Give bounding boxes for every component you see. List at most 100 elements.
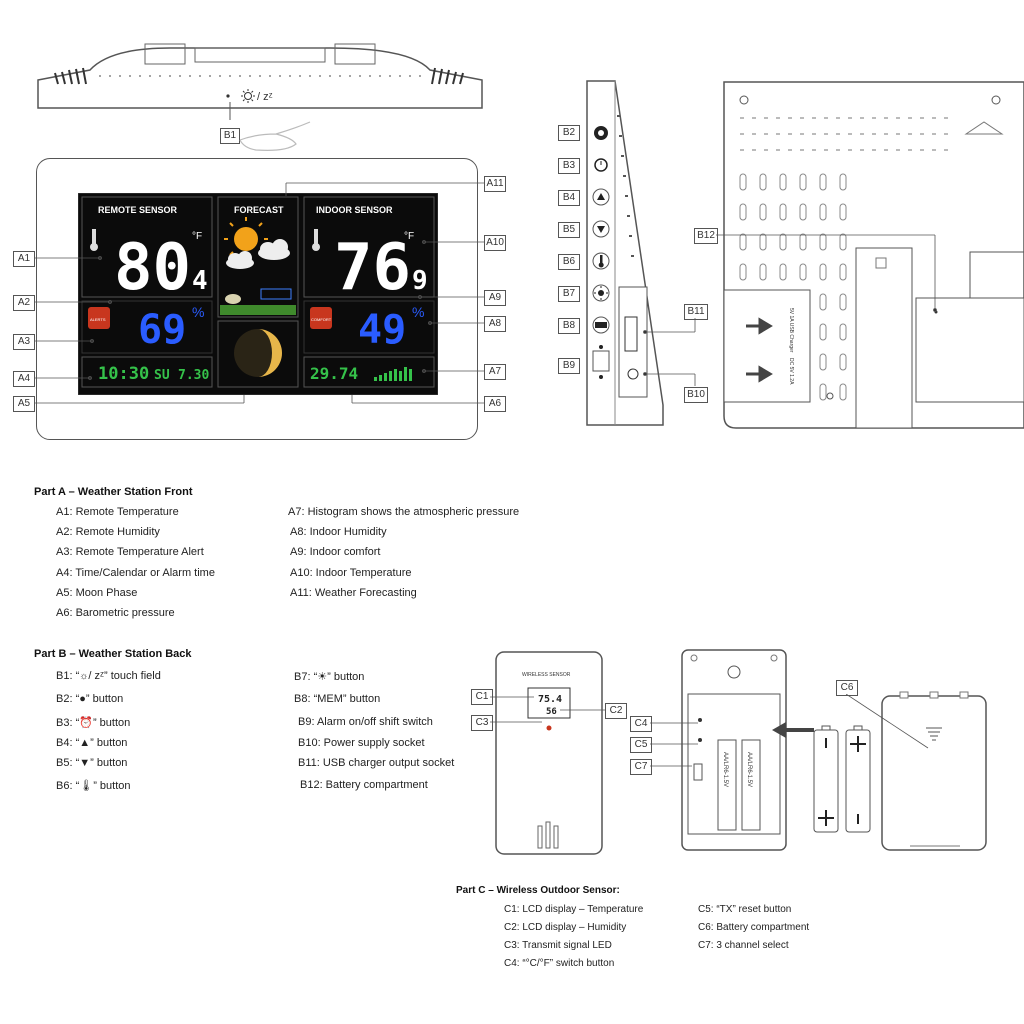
part-a-item: A2: Remote Humidity: [56, 526, 160, 538]
part-a-item: A3: Remote Temperature Alert: [56, 546, 204, 558]
callout-b2: B2: [558, 125, 580, 141]
callout-c3: C3: [471, 715, 493, 731]
indoor-humidity: 49: [358, 307, 406, 353]
callout-a3: A3: [13, 334, 35, 350]
callout-a8: A8: [484, 316, 506, 332]
plus-icon: [818, 810, 834, 826]
part-c-item: C5: “TX” reset button: [698, 904, 792, 915]
sensor-back-leaders: [650, 722, 698, 767]
remote-sensor-label: REMOTE SENSOR: [98, 205, 178, 215]
thermometer-button-icon[interactable]: [592, 252, 610, 270]
callout-a2: A2: [13, 295, 35, 311]
callout-b7: B7: [558, 286, 580, 302]
sensor-front-leaders: [490, 696, 606, 723]
front-leader-lines: [35, 182, 484, 404]
part-b-item-b12: B12: Battery compartment: [300, 779, 428, 791]
part-c-item: C6: Battery compartment: [698, 922, 810, 933]
part-a-title: Part A – Weather Station Front: [34, 486, 193, 498]
forecast-label: FORECAST: [234, 205, 284, 215]
sensor-temperature: 75.4: [538, 694, 562, 705]
callout-b6: B6: [558, 254, 580, 270]
callout-b11: B11: [684, 304, 708, 320]
part-c-item: C2: LCD display – Humidity: [504, 922, 627, 933]
hand-pointer-icon: [239, 121, 311, 151]
callout-b12: B12: [694, 228, 718, 244]
snail-icon: [225, 294, 241, 304]
callout-b9: B9: [558, 358, 580, 374]
station-side-view: [586, 80, 664, 426]
batteries: [813, 725, 871, 833]
indoor-unit: °F: [404, 231, 414, 242]
alarm-switch[interactable]: [592, 345, 610, 379]
part-a-item: A11: Weather Forecasting: [290, 587, 417, 599]
sun-icon: ☼: [79, 671, 89, 682]
part-b-item-b2: B2: “●” button: [56, 693, 124, 705]
up-arrow-icon: ▲: [79, 737, 91, 749]
alarm-button-icon[interactable]: [594, 158, 608, 172]
part-c-item: C4: “°C/°F” switch button: [504, 958, 615, 969]
up-button-icon[interactable]: [592, 188, 610, 206]
mem-button-icon[interactable]: [592, 316, 610, 334]
remote-humidity: 69: [138, 307, 186, 353]
sensor-humidity: 56: [546, 707, 557, 717]
back-leader-lines: [643, 234, 937, 386]
part-b-item-b6: B6: “🌡” button: [56, 780, 131, 792]
brightness-icon: ☀: [317, 671, 328, 683]
part-b-item-b8: B8: “MEM” button: [294, 693, 381, 705]
callout-a9: A9: [484, 290, 506, 306]
moon-phase-icon: [234, 329, 282, 377]
part-a-item: A7: Histogram shows the atmospheric pres…: [288, 506, 520, 518]
part-b-item-b10: B10: Power supply socket: [298, 737, 425, 749]
station-top-view: / zᶻ: [37, 43, 483, 120]
transmit-led: [546, 725, 552, 731]
part-a-item: A1: Remote Temperature: [56, 506, 179, 518]
callout-b5: B5: [558, 222, 580, 238]
part-c-item: C1: LCD display – Temperature: [504, 904, 644, 915]
pressure-display: 29.74: [310, 364, 358, 383]
pressure-histogram: [374, 367, 412, 381]
touch-field-label: / zᶻ: [257, 91, 273, 103]
cover-leader: [846, 694, 929, 749]
vent-slots: [740, 117, 948, 151]
alert-label: ALERTS: [90, 317, 106, 322]
plus-icon: [850, 736, 866, 752]
part-b-title: Part B – Weather Station Back: [34, 648, 192, 660]
callout-a7: A7: [484, 364, 506, 380]
part-a-item: A4: Time/Calendar or Alarm time: [56, 567, 215, 579]
indoor-temperature-decimal: 9: [412, 266, 428, 296]
part-b-item-b5: B5: “▼” button: [56, 757, 128, 769]
thermometer-icon: [312, 229, 320, 251]
part-c-item: C3: Transmit signal LED: [504, 940, 612, 951]
callout-b4: B4: [558, 190, 580, 206]
callout-a11: A11: [484, 176, 506, 192]
part-b-item-b4: B4: “▲” button: [56, 737, 128, 749]
part-a-item: A10: Indoor Temperature: [290, 567, 412, 579]
clock-icon: ●: [79, 693, 86, 705]
callout-b3: B3: [558, 158, 580, 174]
callout-c4: C4: [630, 716, 652, 732]
part-b-item-b1: B1: “☼/ zᶻ” touch field: [56, 670, 161, 682]
callout-c2: C2: [605, 703, 627, 719]
indoor-temperature: 76: [334, 231, 411, 305]
callout-a4: A4: [13, 371, 35, 387]
remote-humidity-percent: %: [192, 304, 204, 320]
down-button-icon[interactable]: [592, 220, 610, 238]
callout-c5: C5: [630, 737, 652, 753]
part-b-item-b7: B7: “☀” button: [294, 671, 365, 683]
alarm-clock-icon: ⏰: [79, 717, 93, 729]
thermometer-icon: [90, 229, 98, 251]
part-b-item-b3: B3: “⏰” button: [56, 717, 131, 729]
clock-button-icon[interactable]: [594, 126, 608, 140]
callout-a1: A1: [13, 251, 35, 267]
day-display: SU: [154, 368, 170, 383]
indoor-sensor-label: INDOOR SENSOR: [316, 205, 393, 215]
callout-b10: B10: [684, 387, 708, 403]
sensor-front-view: WIRELESS SENSOR 75.4 56: [495, 651, 603, 855]
usb-label: 5V 1A USB Charger: [788, 308, 794, 353]
forecast-sun-icon: [224, 217, 268, 261]
remote-unit: °F: [192, 231, 202, 242]
brightness-button-icon[interactable]: [592, 284, 610, 302]
indoor-humidity-percent: %: [412, 304, 424, 320]
part-b-item-b9: B9: Alarm on/off shift switch: [298, 716, 433, 728]
sensor-back-view: AA/LR6-1.5V AA/LR6-1.5V: [681, 649, 787, 851]
